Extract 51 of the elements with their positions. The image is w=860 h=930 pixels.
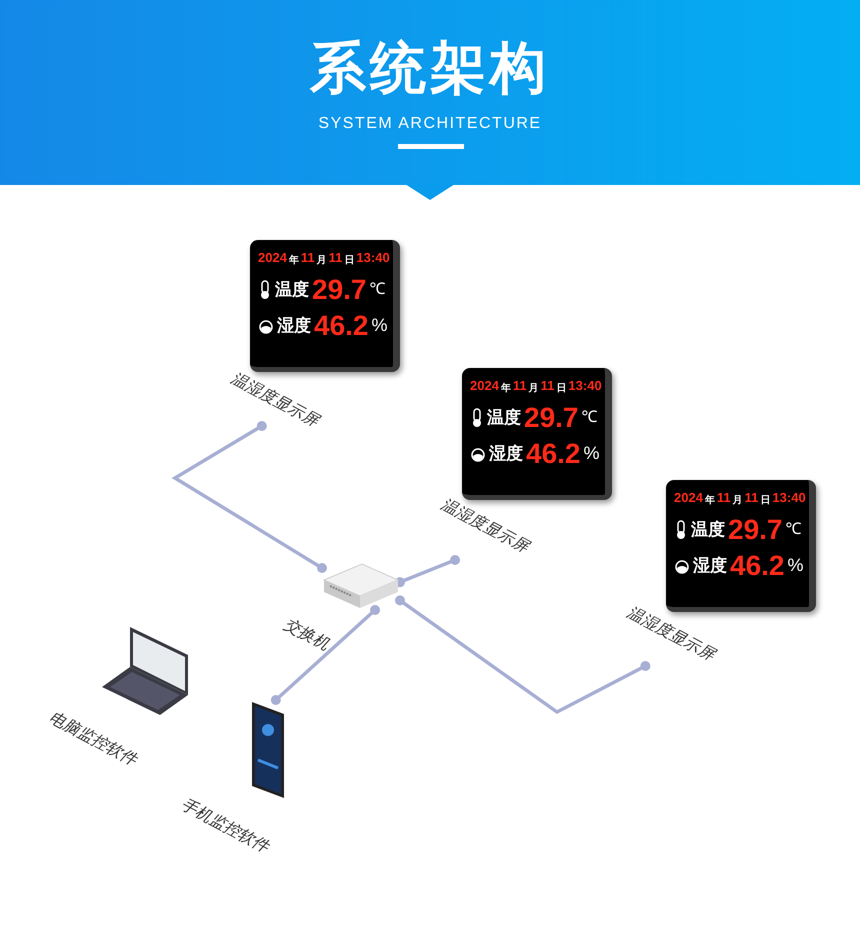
date-unit: 年	[704, 494, 715, 508]
day-digits: 11	[328, 249, 342, 267]
device-label: 手机监控软件	[177, 795, 272, 858]
network-cable	[172, 421, 327, 573]
day-digits: 11	[540, 377, 554, 395]
clock-time: 13:40	[356, 249, 390, 267]
reading-label: 湿度	[277, 314, 311, 337]
date-unit: 月	[732, 494, 743, 508]
month-digits: 11	[300, 249, 315, 267]
humidity-value: 46.2	[730, 552, 784, 580]
date-unit: 日	[760, 494, 770, 508]
diagram-title: 系统架构	[308, 35, 551, 101]
device-label: 温湿度显示屏	[227, 369, 322, 432]
day-digits: 11	[744, 489, 758, 507]
humidity-value: 46.2	[314, 312, 368, 340]
device-label: 温湿度显示屏	[437, 495, 532, 558]
unit-symbol: %	[788, 554, 804, 577]
year-digits: 2024	[470, 377, 499, 395]
month-digits: 11	[512, 377, 527, 395]
year-digits: 2024	[258, 249, 287, 267]
date-unit: 月	[316, 254, 327, 268]
network-cable	[270, 605, 380, 705]
network-cable	[395, 555, 460, 588]
reading-label: 温度	[275, 278, 309, 301]
date-unit: 日	[556, 382, 566, 396]
network-cable	[395, 595, 650, 714]
unit-symbol: %	[372, 314, 388, 337]
clock-time: 13:40	[568, 377, 602, 395]
reading-label: 温度	[487, 406, 521, 429]
year-digits: 2024	[674, 489, 703, 507]
date-unit: 年	[500, 382, 511, 396]
month-digits: 11	[716, 489, 731, 507]
temperature-value: 29.7	[524, 404, 578, 432]
unit-symbol: ℃	[582, 408, 598, 428]
date-unit: 年	[288, 254, 299, 268]
unit-symbol: ℃	[786, 520, 802, 540]
subtitle: SYSTEM ARCHITECTURE	[317, 114, 543, 134]
humidity-value: 46.2	[526, 440, 580, 468]
date-unit: 月	[528, 382, 539, 396]
unit-symbol: %	[584, 442, 600, 465]
device-label: 电脑监控软件	[45, 708, 140, 772]
device-label: 交换机	[280, 615, 333, 656]
temperature-value: 29.7	[728, 516, 782, 544]
date-unit: 日	[344, 254, 354, 268]
reading-label: 温度	[691, 518, 725, 541]
reading-label: 湿度	[489, 442, 523, 465]
temperature-value: 29.7	[312, 276, 366, 304]
device-label: 温湿度显示屏	[623, 603, 718, 666]
unit-symbol: ℃	[370, 280, 386, 300]
clock-time: 13:40	[772, 489, 806, 507]
reading-label: 湿度	[693, 554, 727, 577]
